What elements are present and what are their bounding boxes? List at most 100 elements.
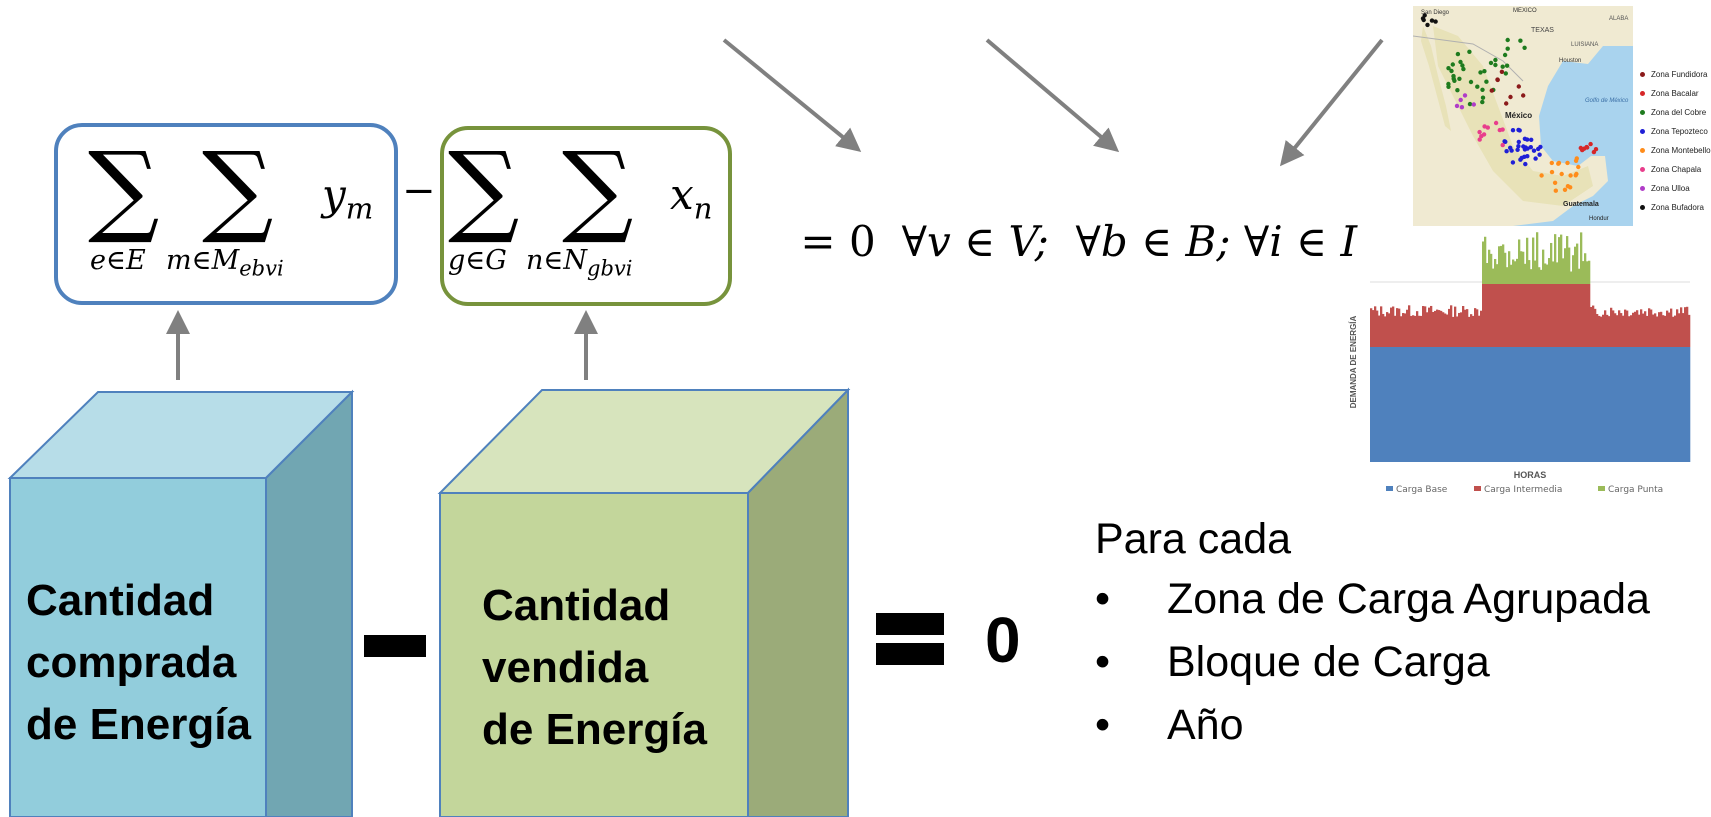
base-load-bar bbox=[1554, 347, 1557, 462]
zone-dot bbox=[1495, 77, 1500, 82]
map-label: MEXICO bbox=[1513, 8, 1537, 14]
base-load-bar bbox=[1620, 347, 1623, 462]
base-load-bar bbox=[1400, 347, 1403, 462]
zone-dot bbox=[1450, 62, 1455, 67]
legend-item: Zona Bufadora bbox=[1640, 203, 1704, 212]
intermediate-load-bar bbox=[1638, 314, 1641, 347]
base-load-bar bbox=[1528, 347, 1531, 462]
base-load-bar bbox=[1584, 347, 1587, 462]
year-arrow bbox=[1279, 38, 1384, 167]
base-load-bar bbox=[1374, 347, 1377, 462]
intermediate-load-bar bbox=[1480, 310, 1483, 347]
legend-dot-icon bbox=[1640, 91, 1645, 97]
legend-item: Zona Fundidora bbox=[1640, 70, 1707, 79]
intermediate-load-bar bbox=[1470, 314, 1473, 347]
base-load-bar bbox=[1462, 347, 1465, 462]
demand-chart-svg: DEMANDA DE ENERGÍA HORAS Carga Base Carg… bbox=[1349, 232, 1691, 495]
base-load-bar bbox=[1578, 347, 1581, 462]
intermediate-load-bar bbox=[1630, 315, 1633, 347]
legend-item: Zona Chapala bbox=[1640, 165, 1701, 174]
intermediate-load-bar bbox=[1384, 316, 1387, 347]
base-load-bar bbox=[1566, 347, 1569, 462]
peak-load-bar bbox=[1566, 236, 1569, 284]
zone-dot bbox=[1517, 128, 1522, 133]
para-cada-list: Zona de Carga Agrupada Bloque de Carga A… bbox=[1095, 568, 1650, 757]
intermediate-load-bar bbox=[1448, 308, 1451, 347]
zone-dot bbox=[1489, 88, 1494, 93]
intermediate-load-bar bbox=[1614, 313, 1617, 347]
base-load-bar bbox=[1454, 347, 1457, 462]
intermediate-load-bar bbox=[1408, 305, 1411, 347]
zone-dot bbox=[1467, 49, 1472, 54]
bought-cube bbox=[7, 389, 355, 817]
peak-load-bar bbox=[1492, 268, 1495, 284]
base-load-bar bbox=[1660, 347, 1663, 462]
zone-dot bbox=[1493, 57, 1498, 63]
intermediate-load-bar bbox=[1488, 284, 1491, 347]
intermediate-load-bar bbox=[1432, 312, 1435, 347]
zone-dot bbox=[1449, 68, 1454, 74]
sum-index-e: e∈E bbox=[90, 245, 146, 276]
base-load-bar bbox=[1460, 347, 1463, 462]
intermediate-load-bar bbox=[1626, 310, 1629, 347]
base-load-bar bbox=[1476, 347, 1479, 462]
peak-load-bar bbox=[1548, 258, 1551, 284]
zone-dot bbox=[1505, 46, 1510, 51]
base-load-bar bbox=[1470, 347, 1473, 462]
zone-dot bbox=[1510, 128, 1516, 133]
peak-load-bar bbox=[1554, 234, 1557, 284]
zone-dot bbox=[1455, 88, 1460, 93]
zone-dot bbox=[1504, 63, 1510, 68]
base-load-bar bbox=[1646, 347, 1649, 462]
base-load-bar bbox=[1668, 347, 1671, 462]
base-load-bar bbox=[1418, 347, 1421, 462]
intermediate-load-bar bbox=[1680, 307, 1683, 347]
base-load-bar bbox=[1678, 347, 1681, 462]
zone-dot bbox=[1475, 84, 1480, 89]
base-load-bar bbox=[1532, 347, 1535, 462]
intermediate-load-bar bbox=[1598, 315, 1601, 347]
base-load-bar bbox=[1650, 347, 1653, 462]
legend-item: Zona Ulloa bbox=[1640, 184, 1690, 193]
intermediate-load-bar bbox=[1404, 313, 1407, 347]
intermediate-load-bar bbox=[1566, 284, 1569, 347]
intermediate-load-bar bbox=[1386, 312, 1389, 347]
base-load-bar bbox=[1688, 347, 1691, 462]
base-load-bar bbox=[1440, 347, 1443, 462]
intermediate-load-bar bbox=[1586, 284, 1589, 347]
peak-load-bar bbox=[1506, 267, 1509, 284]
zone-dot bbox=[1458, 59, 1463, 65]
base-load-bar bbox=[1380, 347, 1383, 462]
peak-load-bar bbox=[1498, 246, 1501, 284]
intermediate-load-bar bbox=[1642, 313, 1645, 347]
base-load-bar bbox=[1682, 347, 1685, 462]
zone-dot bbox=[1536, 146, 1541, 152]
intermediate-load-bar bbox=[1546, 284, 1549, 347]
zone-dot bbox=[1525, 154, 1530, 159]
zone-dot bbox=[1493, 62, 1498, 68]
zone-dot bbox=[1504, 101, 1509, 106]
equation-minus: − bbox=[402, 168, 436, 214]
base-load-bar bbox=[1572, 347, 1575, 462]
base-load-bar bbox=[1406, 347, 1409, 462]
base-load-bar bbox=[1616, 347, 1619, 462]
base-load-bar bbox=[1402, 347, 1405, 462]
intermediate-load-bar bbox=[1530, 284, 1533, 347]
intermediate-load-bar bbox=[1648, 308, 1651, 347]
zone-dot bbox=[1454, 103, 1460, 109]
peak-load-bar bbox=[1582, 261, 1585, 284]
base-load-bar bbox=[1542, 347, 1545, 462]
minus-sign bbox=[364, 635, 426, 657]
intermediate-load-bar bbox=[1492, 284, 1495, 347]
base-load-bar bbox=[1586, 347, 1589, 462]
zone-dot bbox=[1525, 146, 1530, 151]
intermediate-load-bar bbox=[1440, 310, 1443, 347]
zone-dot bbox=[1584, 144, 1589, 150]
intermediate-load-bar bbox=[1400, 316, 1403, 347]
legend-dot-icon bbox=[1640, 186, 1645, 192]
zone-dot bbox=[1521, 93, 1526, 98]
base-load-bar bbox=[1446, 347, 1449, 462]
base-load-bar bbox=[1466, 347, 1469, 462]
base-load-bar bbox=[1596, 347, 1599, 462]
